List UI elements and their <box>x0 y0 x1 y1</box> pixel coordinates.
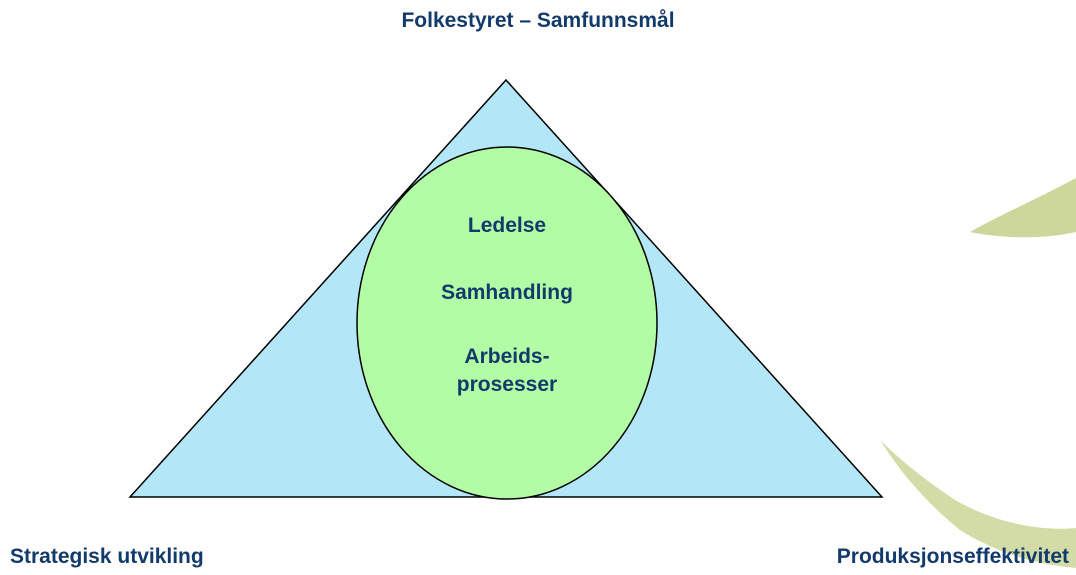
bottom-left-vertex-label: Strategisk utvikling <box>10 545 204 568</box>
circle-item-arbeids: Arbeids- <box>464 345 550 368</box>
circle-item-samhandling: Samhandling <box>441 281 573 304</box>
leaf-decoration-upper <box>970 178 1076 238</box>
leaf-decoration-lower <box>880 440 1076 568</box>
top-vertex-label: Folkestyret – Samfunnsmål <box>401 9 675 32</box>
center-ellipse <box>356 146 658 500</box>
bottom-right-vertex-label: Produksjonseffektivitet <box>836 545 1069 568</box>
circle-item-prosesser: prosesser <box>456 373 558 396</box>
circle-item-ledelse: Ledelse <box>467 214 547 237</box>
